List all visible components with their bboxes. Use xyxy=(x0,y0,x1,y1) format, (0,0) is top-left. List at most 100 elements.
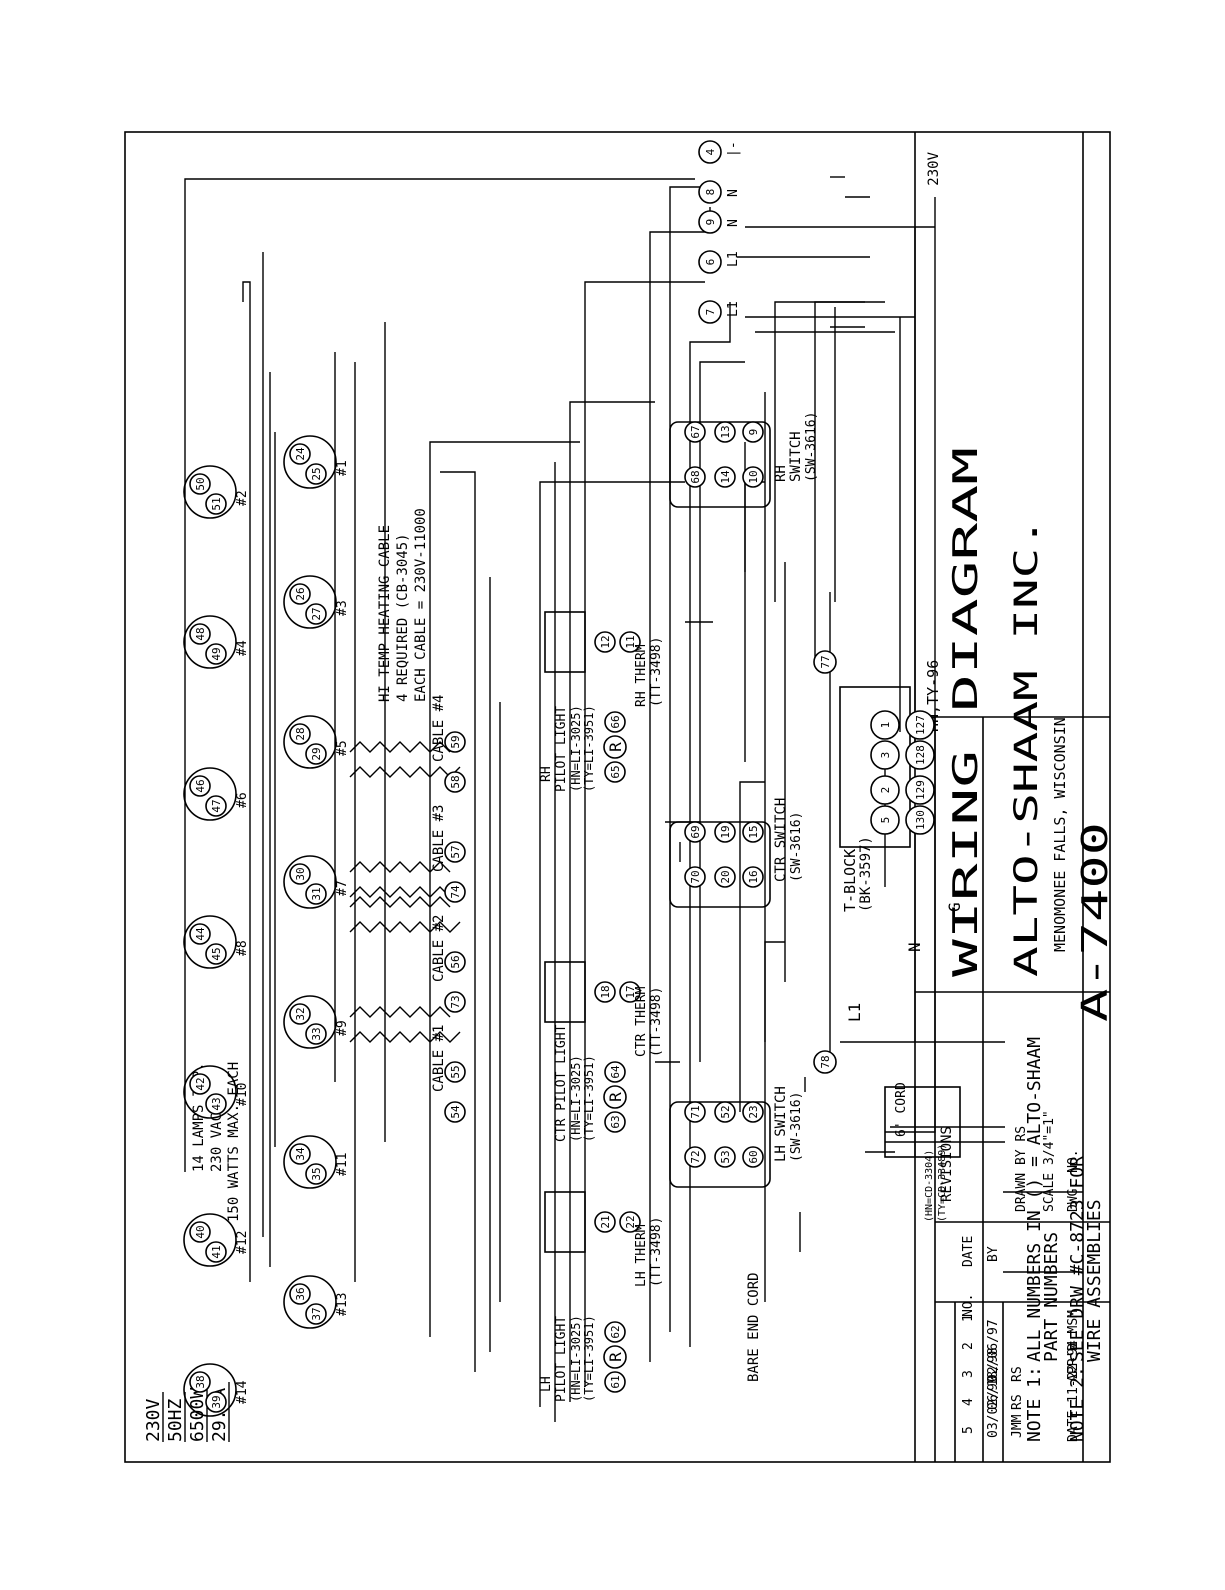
lamp-terminal-28: 28 xyxy=(289,723,311,745)
ctr-switch-terminal-20-number: 20 xyxy=(719,870,732,883)
lamp-terminal-49: 49 xyxy=(205,643,227,665)
cable-terminal-74-number: 74 xyxy=(449,885,462,899)
lh-pilot-terminal-61: 61 xyxy=(604,1371,626,1393)
lamp-terminal-31-number: 31 xyxy=(310,887,323,900)
power-terminal-7-label: L1 xyxy=(726,301,741,317)
tb-appd: APP'D xyxy=(1066,1343,1081,1382)
cable-4-label: CABLE #4 xyxy=(431,695,447,762)
lamp-tag-4: #4 xyxy=(235,640,250,656)
lamp-terminal-47: 47 xyxy=(205,795,227,817)
cable-terminal-57-number: 57 xyxy=(449,845,462,858)
lamp-terminal-32: 32 xyxy=(289,1003,311,1025)
tb-dwg-no: A-7400 xyxy=(1075,822,1116,1022)
rh-switch-terminal-10-number: 10 xyxy=(747,470,760,483)
cord-l1-label: L1 xyxy=(845,1003,864,1022)
lamp-terminal-25-number: 25 xyxy=(310,467,323,480)
lh-pilot-terminal-61-number: 61 xyxy=(609,1375,622,1388)
note2-line2: WIRE ASSEMBLIES xyxy=(1084,1199,1105,1362)
lamp-terminal-44: 44 xyxy=(189,923,211,945)
power-terminal-9-label: N xyxy=(726,219,741,227)
lamp-terminal-34-number: 34 xyxy=(294,1147,307,1161)
lamp-terminal-32-number: 32 xyxy=(294,1007,307,1020)
rh-pilot-terminal-66-number: 66 xyxy=(609,715,622,728)
ctr-pilot-r: R xyxy=(606,1092,625,1102)
lamp-terminal-48-number: 48 xyxy=(194,627,207,640)
rh-pilot-l0: RH xyxy=(539,766,554,782)
lh-switch-terminal-52-number: 52 xyxy=(719,1105,732,1118)
rh-switch-terminal-14-number: 14 xyxy=(719,470,732,484)
lamp-terminal-31: 31 xyxy=(305,883,327,905)
lamp-tag-6: #6 xyxy=(235,792,250,808)
rating-frequency: 50HZ xyxy=(165,1398,186,1442)
rev-row-1-no: 1 xyxy=(961,1314,976,1322)
note1-label: NOTE 1: xyxy=(1024,1366,1045,1442)
lh-switch-part: (SW-3616) xyxy=(789,1092,804,1162)
cable-3-label: CABLE #3 xyxy=(431,805,447,872)
ctr-therm-part: (TT-3498) xyxy=(649,987,664,1057)
ctr-switch-terminal-20: 20 xyxy=(714,866,736,888)
ctr-switch-part: (SW-3616) xyxy=(789,812,804,882)
power-terminal-4-label: |- xyxy=(726,141,741,157)
power-terminal-7-circle-number: 7 xyxy=(704,309,717,316)
cable-terminal-74: 74 xyxy=(444,881,466,903)
lamps-note-2: 230 VAC. xyxy=(209,1105,225,1172)
cord-hn: (HN=CD-3304) xyxy=(924,1150,935,1222)
ctr-pilot-terminal-64: 64 xyxy=(604,1061,626,1083)
power-terminal-8-circle: 8 xyxy=(698,180,722,204)
drawing-border xyxy=(124,131,1111,1463)
component-outlines xyxy=(544,421,961,1253)
labelled-components: 3839#144041#124243#104445#84647#64849#45… xyxy=(183,140,935,1417)
lh-pilot-r: R xyxy=(606,1352,625,1362)
cable-terminal-73: 73 xyxy=(444,991,466,1013)
power-terminal-8-circle-number: 8 xyxy=(704,189,717,196)
lamp-terminal-37-number: 37 xyxy=(310,1307,323,1320)
rh-pilot-l3: (TY=LI-3951) xyxy=(582,705,596,792)
lh-switch-terminal-72-number: 72 xyxy=(689,1150,702,1163)
note2-label: NOTE 2: xyxy=(1067,1366,1088,1442)
power-terminal-4-circle: 4 xyxy=(698,140,722,164)
lamp-terminal-48: 48 xyxy=(189,623,211,645)
lh-pilot-l1: PILOT LIGHT xyxy=(554,1316,569,1402)
cable-terminal-54-number: 54 xyxy=(449,1105,462,1119)
cable-terminal-57: 57 xyxy=(444,841,466,863)
ctr-pilot-l3: (TY=LI-3951) xyxy=(582,1055,596,1142)
lamp-terminal-39: 39 xyxy=(205,1391,227,1413)
rh-pilot-terminal-65-number: 65 xyxy=(609,765,622,778)
lamp-terminal-47-number: 47 xyxy=(210,799,223,812)
ctr-therm-terminal-17-number: 17 xyxy=(624,985,637,998)
lamp-terminal-45: 45 xyxy=(205,943,227,965)
landscape-frame: 230V HN,TY-96 WIRING DIAGRAM ALTO-SHAAM … xyxy=(143,132,1116,1462)
lamp-terminal-42-number: 42 xyxy=(194,1077,207,1090)
tblock-part: (BK-3597) xyxy=(858,836,874,912)
lamp-terminal-44-number: 44 xyxy=(194,927,207,941)
tblock-bottom-128-number: 128 xyxy=(914,745,927,765)
rev-row-2-by: RS xyxy=(1010,1394,1025,1410)
rev-col-no: NO. xyxy=(961,1294,976,1317)
lamp-terminal-43-number: 43 xyxy=(210,1097,223,1110)
lh-therm-part: (TT-3498) xyxy=(649,1217,664,1287)
tblock-top-5: 5 xyxy=(870,805,900,835)
lamp-terminal-27: 27 xyxy=(305,603,327,625)
junction-78: 78 xyxy=(813,1050,837,1074)
tb-appd-by: MSM xyxy=(1066,1310,1081,1334)
ctr-switch-terminal-16: 16 xyxy=(742,866,764,888)
lamp-terminal-27-number: 27 xyxy=(310,607,323,620)
rev-row-2-date: 06/18/98 xyxy=(986,1347,1001,1410)
tblock-name: T-BLOCK xyxy=(841,849,859,912)
ctr-therm-terminal-18-number: 18 xyxy=(599,985,612,998)
lamp-tag-2: #2 xyxy=(235,490,250,506)
ctr-pilot-l1: CTR PILOT LIGHT xyxy=(554,1024,569,1142)
note2-line1: SEE DRW #C-8723 FOR xyxy=(1067,1156,1088,1362)
power-terminal-6-circle: 6 xyxy=(698,250,722,274)
lamp-terminal-41: 41 xyxy=(205,1241,227,1263)
cable-terminal-73-number: 73 xyxy=(449,995,462,1008)
lamp-terminal-26: 26 xyxy=(289,583,311,605)
tblock-top-3: 3 xyxy=(870,740,900,770)
lamp-terminal-33-number: 33 xyxy=(310,1027,323,1040)
lamp-terminal-36: 36 xyxy=(289,1283,311,1305)
